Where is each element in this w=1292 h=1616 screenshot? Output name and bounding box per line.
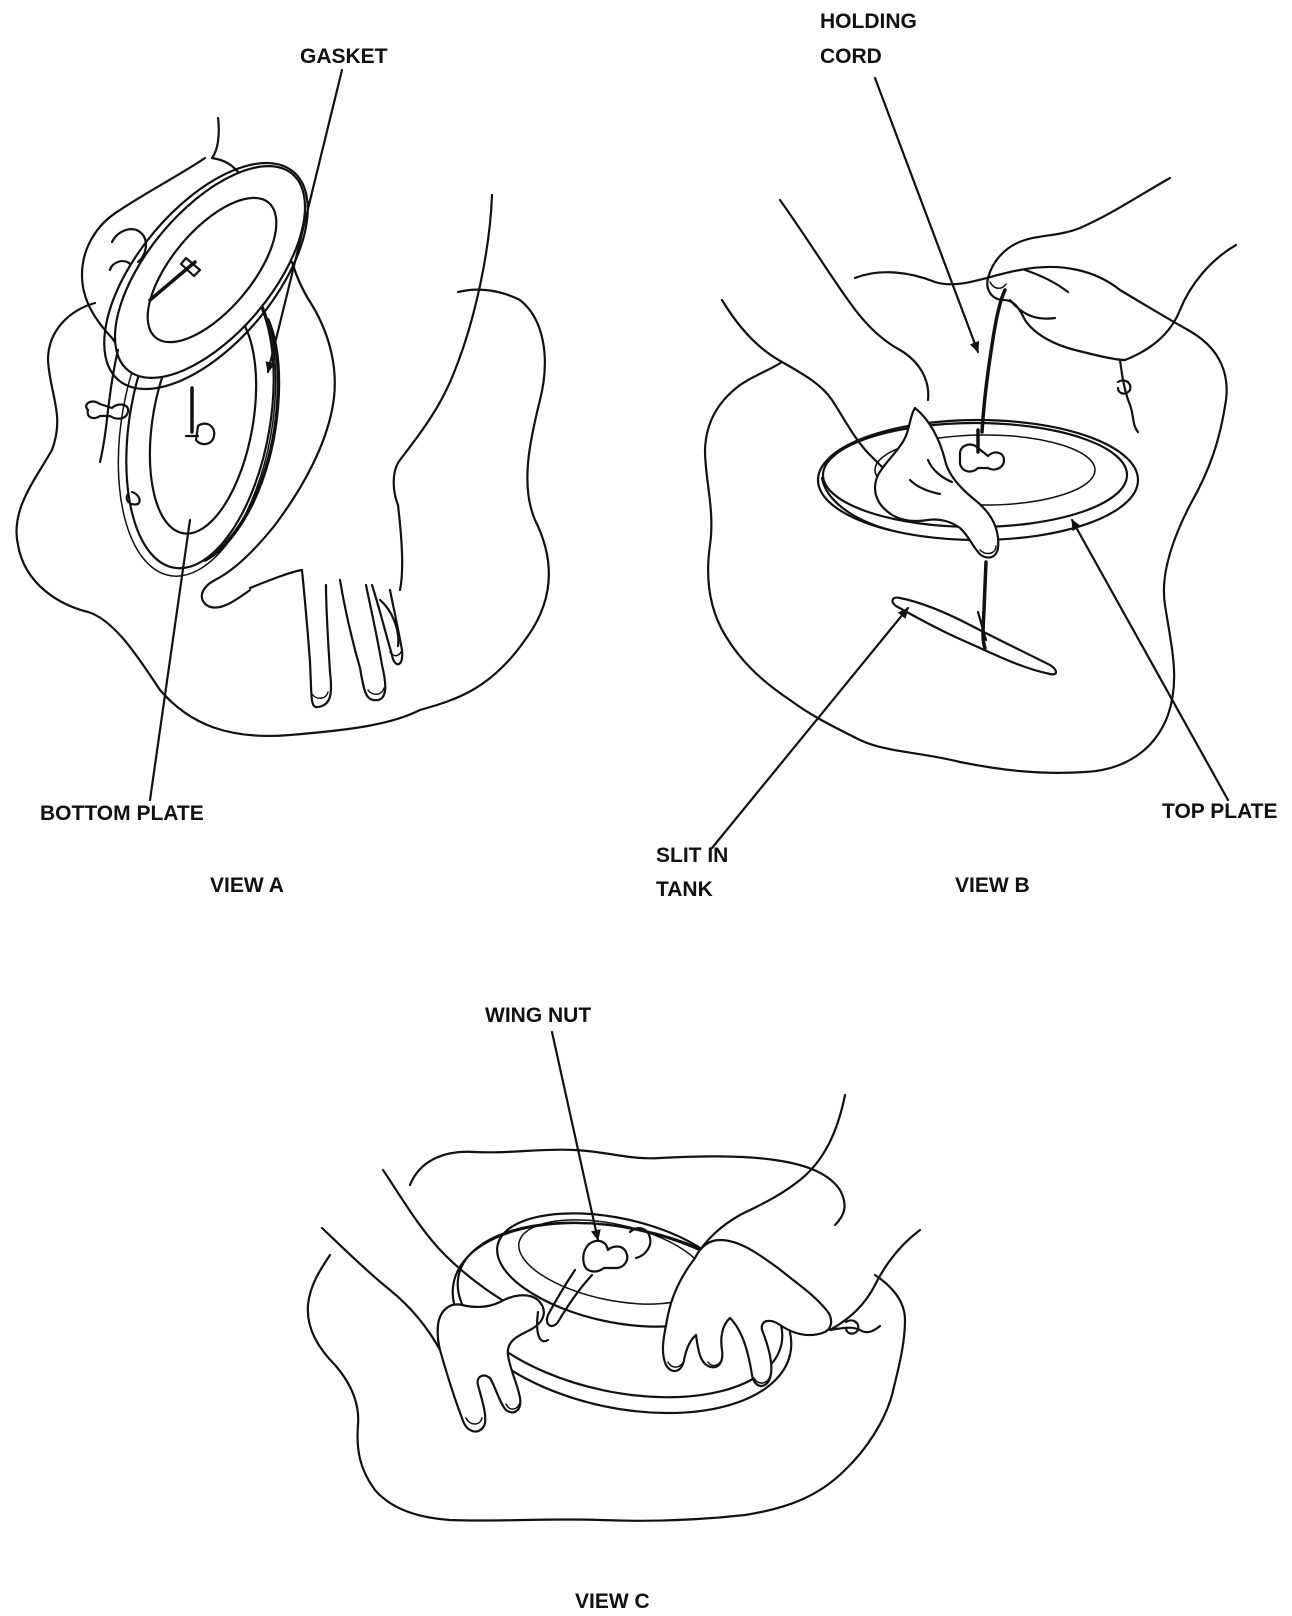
view-a-bottom-wing-nut [196,424,214,444]
caption-view-c: VIEW C [575,1590,650,1611]
label-slit-line2: TANK [656,878,713,901]
view-c-right-hand [663,1240,831,1386]
label-holding-cord-line1: HOLDING [820,10,917,33]
wing-nut-leader [552,1032,598,1240]
label-wing-nut: WING NUT [485,1004,591,1027]
top-plate-leader [1072,520,1228,800]
bottom-plate-leader [150,520,190,800]
view-b-slit [893,598,1056,675]
label-holding-cord-line2: CORD [820,45,882,68]
caption-view-b: VIEW B [955,874,1030,897]
label-slit-line1: SLIT IN [656,844,728,867]
label-gasket: GASKET [300,45,388,68]
slit-leader [712,608,908,848]
view-c-wing-nut [583,1241,627,1272]
view-a-illustration [16,118,548,736]
view-a-right-hand [250,505,402,707]
view-c-illustration [308,1095,920,1521]
view-a-top-plate [80,134,340,410]
view-b-illustration [705,178,1236,773]
view-b-holding-cord [982,290,1005,432]
holding-cord-leader [875,78,978,352]
view-b-callouts: HOLDING CORD SLIT IN TANK TOP PLATE VIEW… [656,10,1278,901]
view-b-right-hand [987,270,1125,360]
view-b-wing-nut [960,445,1004,472]
view-a-callouts: GASKET BOTTOM PLATE VIEW A [40,45,388,897]
label-top-plate: TOP PLATE [1162,800,1278,823]
label-bottom-plate: BOTTOM PLATE [40,802,204,825]
caption-view-a: VIEW A [210,874,284,897]
